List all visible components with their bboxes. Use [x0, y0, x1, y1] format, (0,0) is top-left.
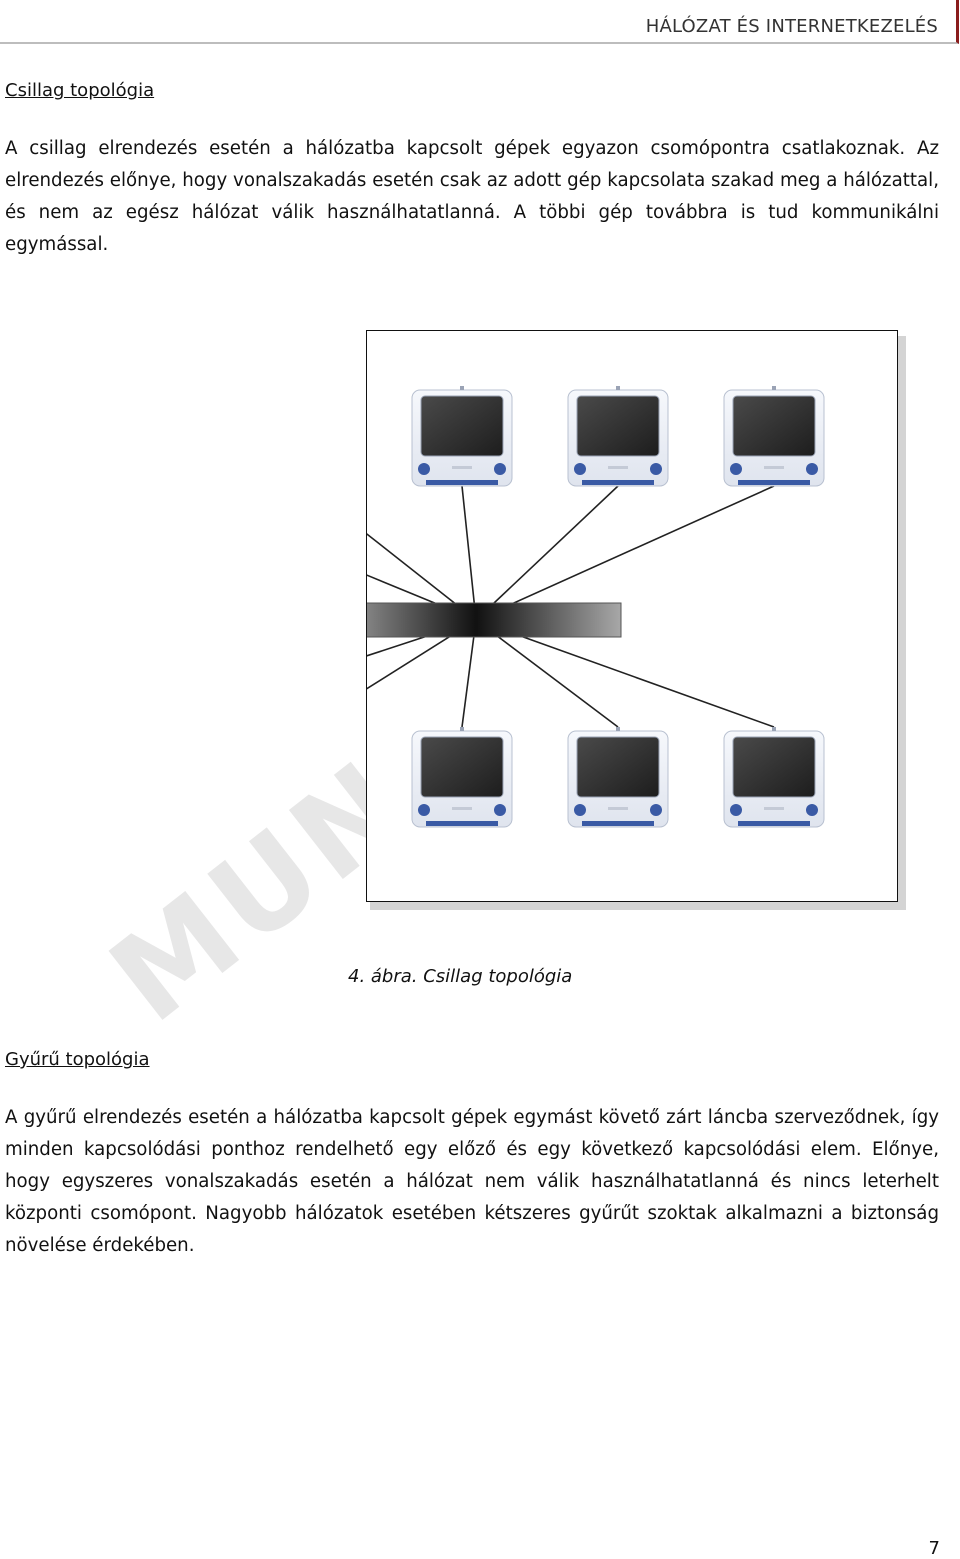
top-port — [772, 386, 776, 390]
base-stripe — [738, 821, 810, 826]
computer-bottom-5 — [723, 727, 825, 828]
base-stripe — [582, 821, 654, 826]
central-hub — [330, 602, 622, 638]
speaker-left — [730, 463, 742, 475]
top-port — [460, 727, 464, 731]
link-top-4 — [475, 485, 619, 621]
monitor-screen — [420, 736, 504, 798]
base-stripe — [582, 480, 654, 485]
star-topology-figure — [99, 330, 906, 910]
top-port — [460, 386, 464, 390]
section-heading-ring: Gyűrű topológia — [5, 1049, 150, 1070]
monitor-screen — [576, 736, 660, 798]
speaker-left — [730, 804, 742, 816]
drive-slot — [764, 466, 784, 469]
monitor-screen — [732, 395, 816, 457]
speaker-left — [418, 804, 430, 816]
paragraph-star: A csillag elrendezés esetén a hálózatba … — [5, 138, 939, 255]
top-port — [616, 727, 620, 731]
computer-top-5 — [723, 386, 825, 487]
link-top-1 — [149, 485, 477, 621]
speaker-left — [418, 463, 430, 475]
page-number: 7 — [928, 1538, 940, 1559]
speaker-right — [650, 804, 662, 816]
computer-top-4 — [567, 386, 669, 487]
base-stripe — [426, 480, 498, 485]
figure-frame — [99, 330, 898, 902]
page-header: HÁLÓZAT ÉS INTERNETKEZELÉS — [0, 0, 959, 44]
paragraph-ring: A gyűrű elrendezés esetén a hálózatba ka… — [5, 1107, 939, 1256]
base-stripe — [426, 821, 498, 826]
star-topology-diagram — [99, 386, 825, 828]
drive-slot — [608, 807, 628, 810]
speaker-right — [806, 804, 818, 816]
figure-caption: 4. ábra. Csillag topológia — [348, 966, 573, 987]
monitor-screen — [576, 395, 660, 457]
computer-bottom-4 — [567, 727, 669, 828]
speaker-left — [574, 463, 586, 475]
monitor-screen — [420, 395, 504, 457]
speaker-right — [806, 463, 818, 475]
speaker-right — [650, 463, 662, 475]
link-top-3 — [461, 485, 477, 621]
speaker-right — [494, 463, 506, 475]
top-port — [616, 386, 620, 390]
drive-slot — [452, 466, 472, 469]
link-bottom-5 — [475, 619, 775, 728]
top-port — [772, 727, 776, 731]
drive-slot — [608, 466, 628, 469]
section-heading-star: Csillag topológia — [5, 80, 155, 101]
header-title: HÁLÓZAT ÉS INTERNETKEZELÉS — [645, 16, 938, 37]
drive-slot — [764, 807, 784, 810]
computer-bottom-3 — [411, 727, 513, 828]
computer-top-3 — [411, 386, 513, 487]
base-stripe — [738, 480, 810, 485]
speaker-right — [494, 804, 506, 816]
drive-slot — [452, 807, 472, 810]
link-top-5 — [475, 485, 775, 621]
link-bottom-4 — [475, 619, 619, 728]
speaker-left — [574, 804, 586, 816]
monitor-screen — [732, 736, 816, 798]
link-bottom-3 — [461, 619, 477, 728]
link-top-2 — [305, 485, 477, 621]
